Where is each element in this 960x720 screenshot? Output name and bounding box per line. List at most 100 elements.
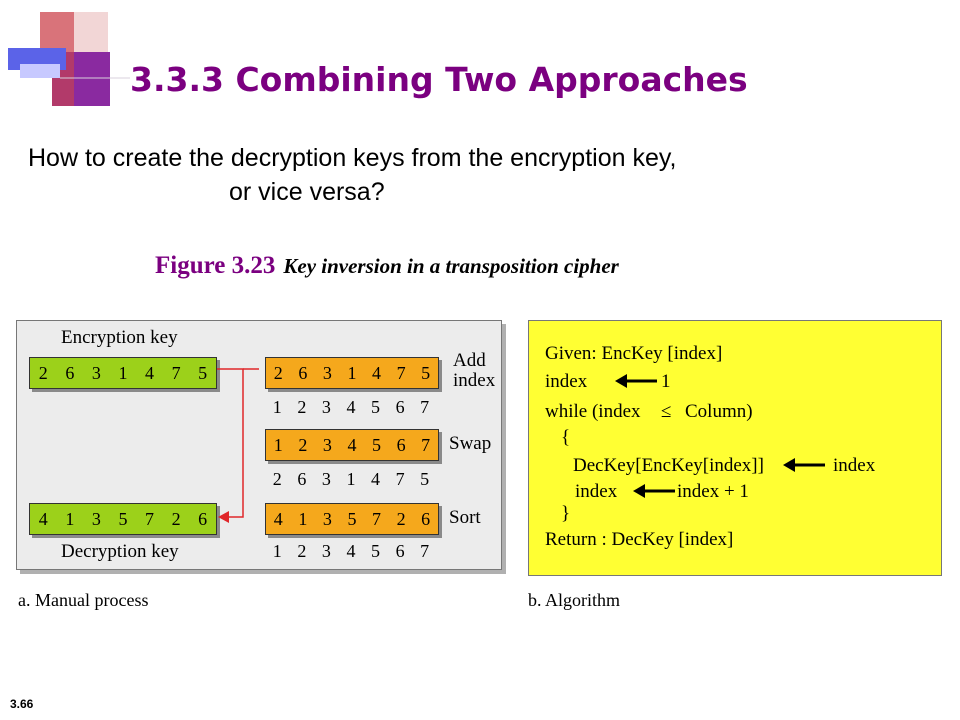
key-digit: 2: [273, 362, 283, 383]
add-index-key-box: 2 6 3 1 4 7 5: [265, 357, 439, 389]
figure-description: Key inversion in a transposition cipher: [283, 254, 619, 278]
algo-while-op: ≤: [661, 401, 672, 422]
key-digit: 1: [347, 362, 357, 383]
key-digit: 7: [145, 508, 155, 529]
index-digit: 4: [346, 541, 356, 561]
algo-close-brace: }: [561, 503, 571, 524]
index-digit: 6: [395, 541, 405, 561]
algo-increment-right: index + 1: [677, 481, 749, 502]
key-digit: 2: [298, 434, 308, 455]
row3-index: 1 2 3 4 5 6 7: [265, 541, 437, 562]
key-digit: 1: [273, 434, 283, 455]
index-digit: 4: [346, 397, 356, 417]
index-digit: 6: [297, 469, 307, 489]
algo-return-line: Return : DecKey [index]: [545, 529, 734, 550]
index-digit: 5: [371, 397, 381, 417]
index-digit: 7: [420, 397, 430, 417]
key-digit: 2: [396, 508, 406, 529]
sort-key-box: 4 1 3 5 7 2 6: [265, 503, 439, 535]
step-swap-label: Swap: [449, 433, 492, 454]
algo-init-left: index: [545, 371, 588, 392]
key-digit: 1: [118, 362, 128, 383]
key-digit: 4: [145, 362, 155, 383]
key-digit: 6: [198, 508, 208, 529]
index-digit: 1: [272, 541, 282, 561]
figure-caption: Figure 3.23 Key inversion in a transposit…: [155, 252, 619, 280]
decorative-corner-squares: [8, 12, 130, 106]
key-digit: 5: [421, 362, 431, 383]
algo-open-brace: {: [561, 427, 571, 448]
page-number: 3.66: [10, 697, 34, 711]
index-digit: 2: [272, 469, 282, 489]
key-digit: 3: [322, 434, 332, 455]
index-digit: 3: [321, 397, 331, 417]
key-digit: 5: [198, 362, 208, 383]
key-digit: 3: [322, 508, 332, 529]
question-line-2: or vice versa?: [229, 178, 385, 206]
row1-index: 1 2 3 4 5 6 7: [265, 397, 437, 418]
index-digit: 5: [371, 541, 381, 561]
step-add-line2: index: [453, 370, 496, 391]
decryption-key-box: 4 1 3 5 7 2 6: [29, 503, 217, 535]
key-digit: 6: [421, 508, 431, 529]
index-digit: 6: [395, 397, 405, 417]
decryption-key-label: Decryption key: [61, 541, 179, 562]
index-digit: 7: [395, 469, 405, 489]
key-digit: 4: [38, 508, 48, 529]
left-arrow-icon: [783, 458, 825, 472]
algo-while-left: while (index: [545, 401, 641, 422]
figure-number: Figure 3.23: [155, 252, 276, 279]
key-digit: 3: [91, 508, 101, 529]
key-digit: 5: [347, 508, 357, 529]
key-digit: 4: [273, 508, 283, 529]
key-digit: 6: [65, 362, 75, 383]
key-digit: 6: [396, 434, 406, 455]
index-digit: 4: [371, 469, 381, 489]
encryption-key-box: 2 6 3 1 4 7 5: [29, 357, 217, 389]
step-add-line1: Add: [453, 350, 486, 371]
index-digit: 2: [297, 541, 307, 561]
key-digit: 5: [372, 434, 382, 455]
manual-process-caption: a. Manual process: [18, 590, 149, 610]
algorithm-panel: Given: EncKey [index] index 1 while (ind…: [528, 320, 942, 576]
key-digit: 2: [171, 508, 181, 529]
algo-while-right: Column): [685, 401, 753, 422]
algo-increment-left: index: [575, 481, 618, 502]
key-digit: 1: [298, 508, 308, 529]
step-sort-label: Sort: [449, 507, 481, 528]
algo-assign-left: DecKey[EncKey[index]]: [573, 455, 764, 476]
index-digit: 2: [297, 397, 307, 417]
index-digit: 5: [420, 469, 430, 489]
index-digit: 3: [321, 469, 331, 489]
algo-given-line: Given: EncKey [index]: [545, 343, 723, 364]
key-digit: 4: [372, 362, 382, 383]
step-add-label: Add index: [453, 351, 495, 391]
algo-assign-right: index: [833, 455, 876, 476]
index-digit: 1: [272, 397, 282, 417]
left-arrow-icon: [615, 374, 657, 388]
left-arrow-icon: [633, 484, 675, 498]
algo-init-right: 1: [661, 371, 671, 392]
algorithm-caption: b. Algorithm: [528, 590, 621, 610]
key-digit: 7: [396, 362, 406, 383]
key-digit: 4: [347, 434, 357, 455]
index-digit: 7: [420, 541, 430, 561]
index-digit: 1: [346, 469, 356, 489]
key-digit: 7: [372, 508, 382, 529]
key-digit: 1: [65, 508, 75, 529]
key-digit: 7: [421, 434, 431, 455]
row2-index: 2 6 3 1 4 7 5: [265, 469, 437, 490]
key-digit: 6: [298, 362, 308, 383]
key-digit: 7: [171, 362, 181, 383]
encryption-key-label: Encryption key: [61, 327, 178, 348]
swap-key-box: 1 2 3 4 5 6 7: [265, 429, 439, 461]
key-digit: 2: [38, 362, 48, 383]
manual-process-panel: Encryption key 2 6 3 1 4 7 5 4 1 3 5 7 2…: [16, 320, 502, 570]
connector-arrows: [217, 368, 259, 523]
slide-title: 3.3.3 Combining Two Approaches: [130, 60, 748, 99]
key-digit: 5: [118, 508, 128, 529]
index-digit: 3: [321, 541, 331, 561]
question-line-1: How to create the decryption keys from t…: [28, 144, 677, 172]
key-digit: 3: [322, 362, 332, 383]
key-digit: 3: [91, 362, 101, 383]
